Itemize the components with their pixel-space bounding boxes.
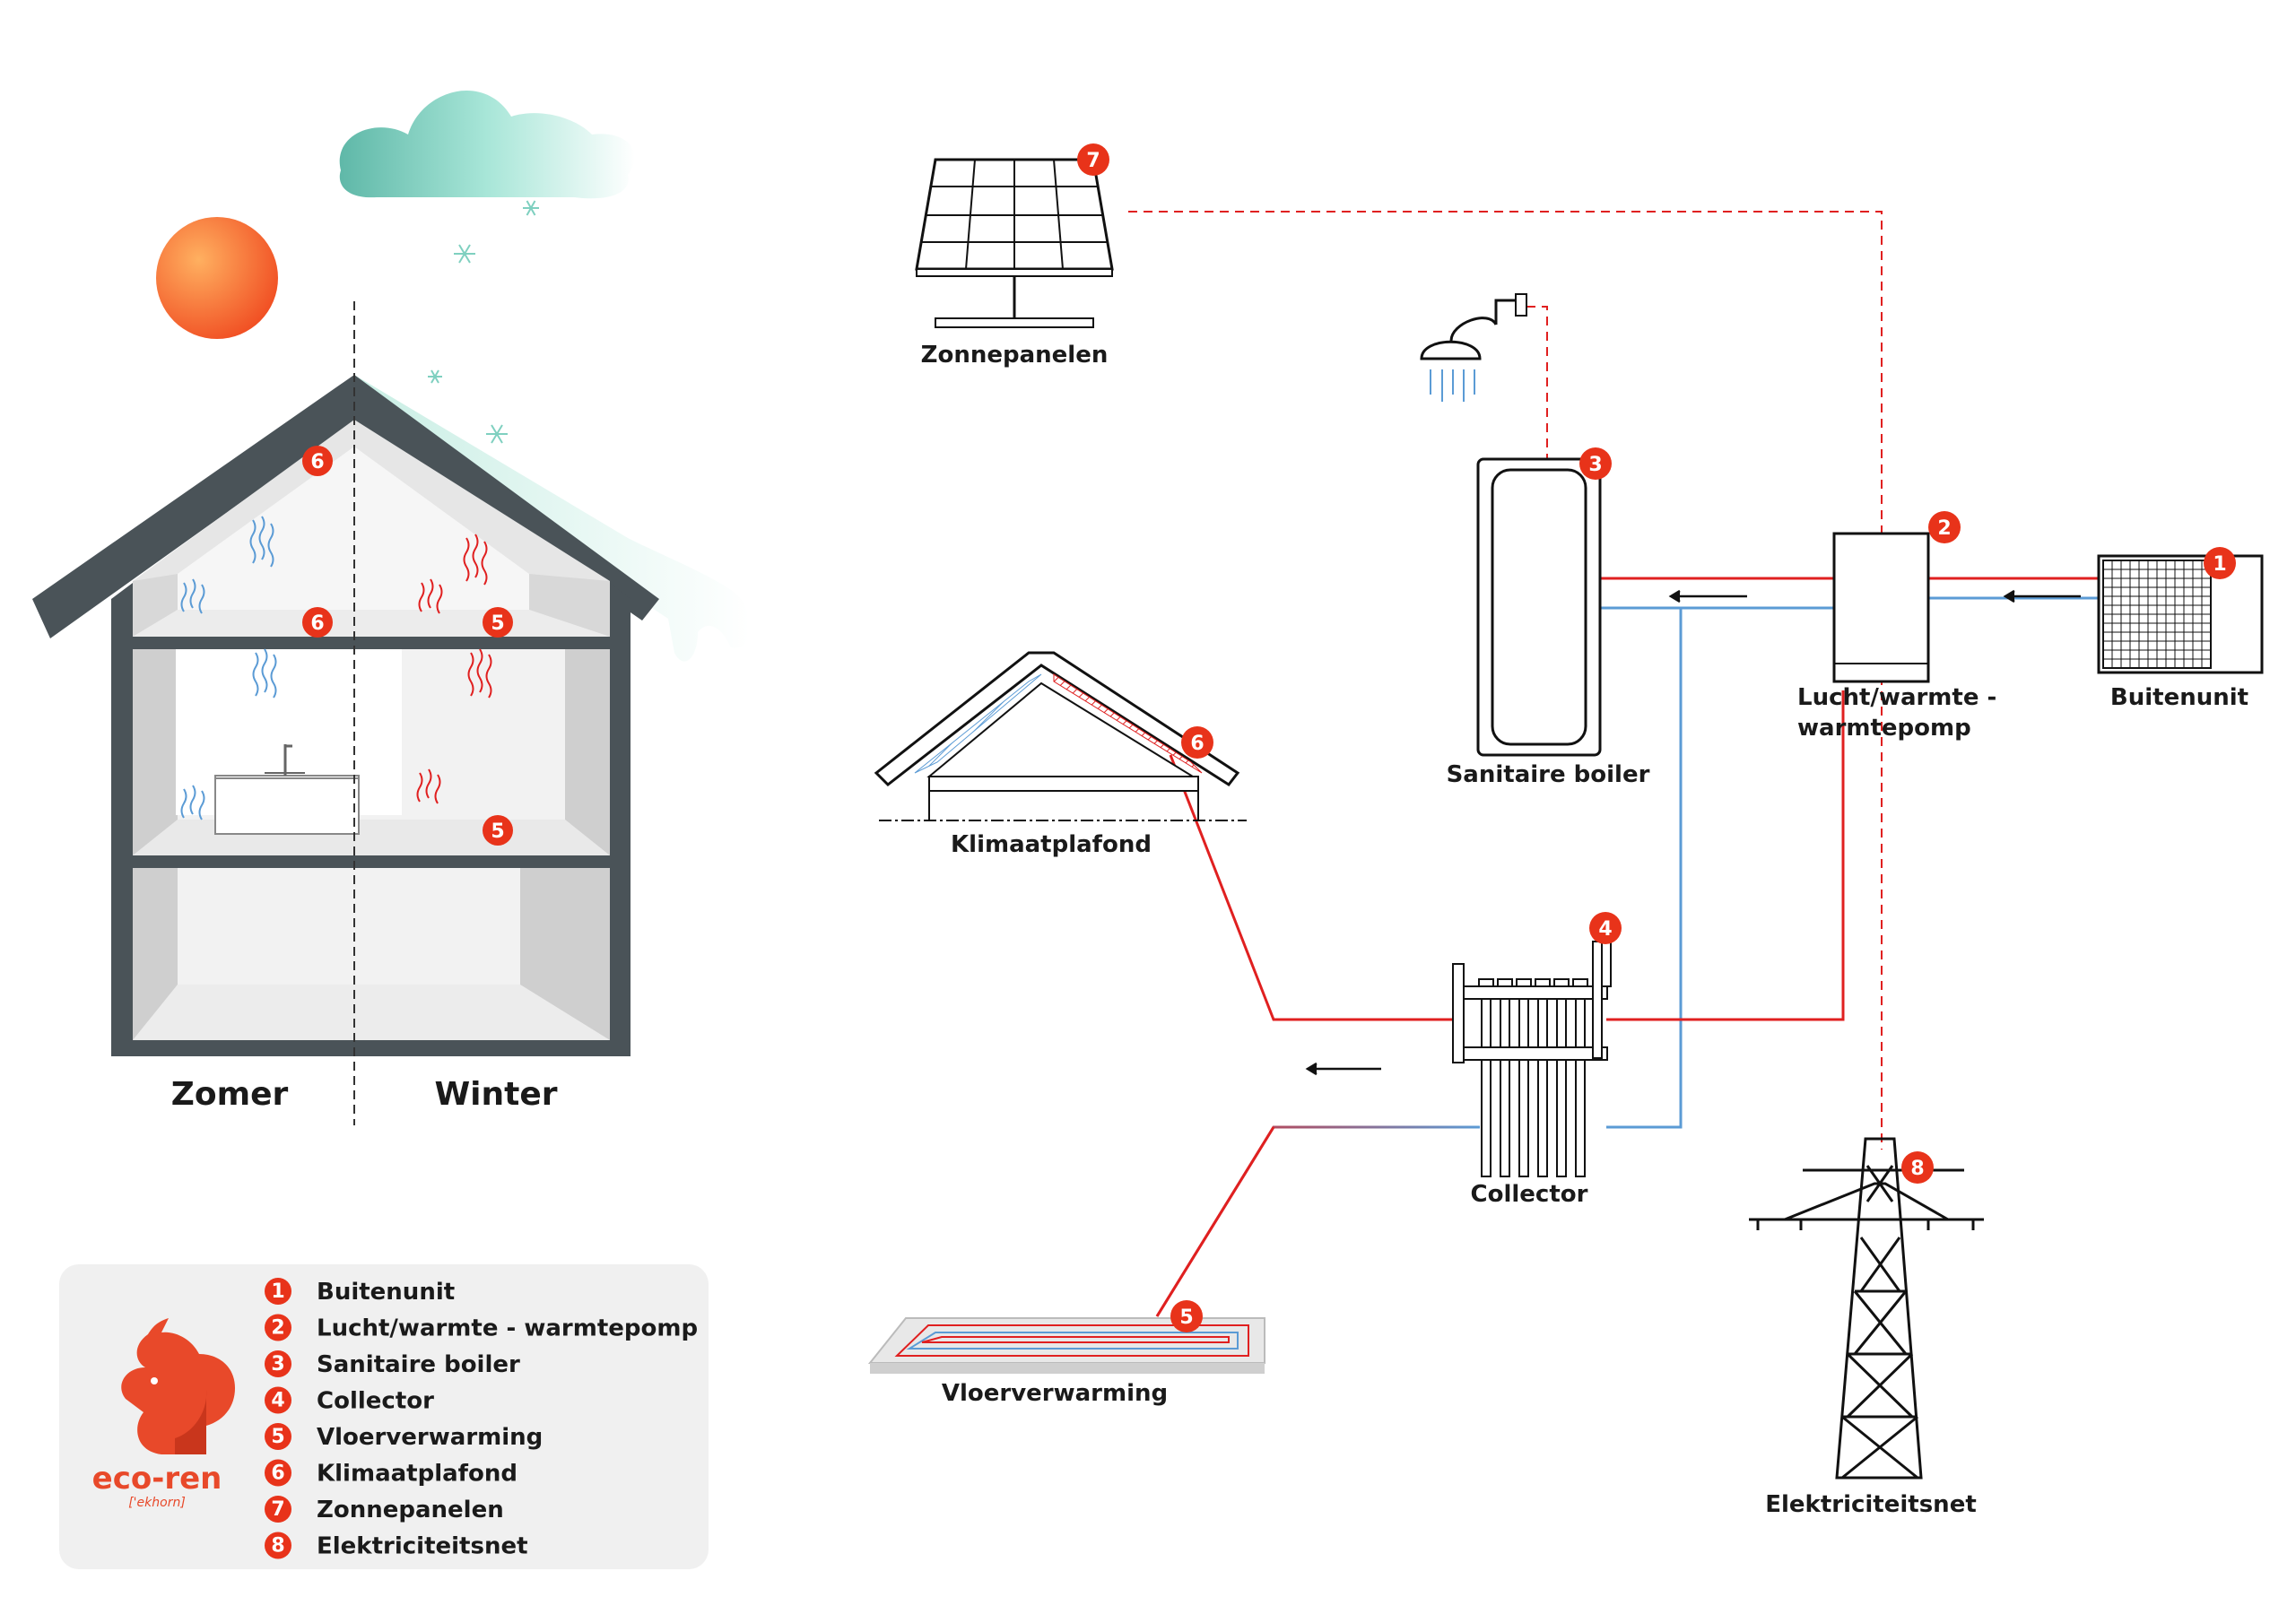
outdoor-unit: 1 Buitenunit	[2097, 547, 2264, 711]
legend-item-label: Elektriciteitsnet	[317, 1533, 528, 1560]
svg-text:5: 5	[491, 612, 504, 635]
legend-item-label: Klimaatplafond	[317, 1461, 517, 1488]
first-floor	[133, 855, 610, 868]
cloud-icon	[339, 91, 635, 199]
svg-text:7: 7	[1086, 150, 1100, 172]
outdoor-unit-label: Buitenunit	[2110, 684, 2248, 711]
climate-ceiling: 6 Klimaatplafond	[874, 651, 1247, 858]
svg-text:3: 3	[1588, 454, 1602, 476]
underfloor-heating: 5 Vloerverwarming	[867, 1300, 1265, 1407]
cooling-arrows	[180, 516, 277, 820]
underfloor-heating-label: Vloerverwarming	[942, 1380, 1168, 1407]
attic-floor	[133, 637, 610, 649]
svg-text:8: 8	[1910, 1158, 1924, 1180]
season-label-summer: Zomer	[171, 1076, 289, 1113]
shower-line	[1526, 306, 1548, 459]
cold-return-pipe	[1606, 608, 1683, 1129]
electricity-pylon	[1749, 1137, 1984, 1480]
shower-icon	[1420, 293, 1527, 402]
solar-panel-label: Zonnepanelen	[921, 342, 1109, 369]
legend-item-num: 3	[271, 1353, 284, 1376]
legend-item: 6 Klimaatplafond	[265, 1459, 517, 1488]
legend-item-num: 5	[271, 1426, 284, 1448]
legend-item-label: Sanitaire boiler	[317, 1351, 520, 1378]
pylon-label: Elektriciteitsnet	[1765, 1491, 1977, 1518]
legend: eco-ren ['ekhorn] 1 Buitenunit 2 Lucht/warm…	[59, 1264, 709, 1569]
legend-item-label: Buitenunit	[317, 1279, 455, 1306]
legend-item: 7 Zonnepanelen	[265, 1496, 504, 1523]
sanitary-boiler: 3 Sanitaire boiler	[1447, 447, 1650, 788]
flow-arrows	[1305, 589, 2081, 1076]
snowflake-icons	[428, 200, 539, 444]
heating-arrows	[416, 534, 492, 804]
svg-text:5: 5	[1179, 1306, 1193, 1329]
brand-name: eco-ren	[92, 1461, 222, 1497]
legend-item: 3 Sanitaire boiler	[265, 1350, 520, 1378]
sink-icon	[214, 744, 360, 835]
house-illustration: 6 6 5 5 Zomer Winter	[32, 91, 751, 1125]
legend-item-num: 7	[271, 1498, 284, 1521]
legend-item-label: Vloerverwarming	[317, 1424, 543, 1451]
legend-item: 2 Lucht/warmte - warmtepomp	[265, 1314, 698, 1342]
floor-pipe	[1155, 1125, 1480, 1317]
brand-tagline: ['ekhorn]	[128, 1496, 186, 1510]
legend-item: 1 Buitenunit	[265, 1278, 455, 1306]
collector: 4 Collector	[1452, 912, 1622, 1208]
legend-item-num: 4	[271, 1390, 284, 1412]
boiler-label: Sanitaire boiler	[1447, 761, 1650, 788]
season-label-winter: Winter	[434, 1076, 557, 1113]
collector-label: Collector	[1471, 1181, 1588, 1208]
eco-ren-logo	[121, 1318, 235, 1454]
solar-panel: 7 Zonnepanelen	[915, 143, 1114, 369]
hot-supply-pipe	[1606, 690, 1845, 1021]
house-badge-attic-ceiling: 6	[302, 446, 333, 476]
svg-text:6: 6	[310, 451, 324, 473]
legend-item-num: 6	[271, 1462, 284, 1485]
house-badge-first-floor: 5	[483, 815, 513, 846]
svg-text:2: 2	[1937, 517, 1951, 540]
sun-icon	[156, 217, 278, 339]
pylon-badge: 8	[1901, 1151, 1934, 1184]
heatpump-label-2: warmtepomp	[1797, 715, 1971, 742]
legend-item: 4 Collector	[265, 1386, 434, 1415]
svg-text:5: 5	[491, 820, 504, 843]
svg-text:1: 1	[2213, 553, 2226, 576]
house-badge-attic-floor-left: 6	[302, 607, 333, 638]
climate-ceiling-label: Klimaatplafond	[951, 831, 1152, 858]
legend-item-label: Zonnepanelen	[317, 1497, 504, 1523]
ceiling-pipe	[1169, 754, 1453, 1021]
svg-text:4: 4	[1598, 918, 1612, 941]
house-badge-attic-floor-right: 5	[483, 607, 513, 638]
svg-text:6: 6	[1190, 733, 1204, 755]
solar-power-line	[1128, 211, 1883, 534]
roof-snow	[354, 375, 751, 662]
legend-item-label: Lucht/warmte - warmtepomp	[317, 1315, 698, 1342]
legend-item-num: 2	[271, 1317, 284, 1340]
heat-pump: 2 Lucht/warmte - warmtepomp	[1797, 511, 1996, 742]
legend-item: 5 Vloerverwarming	[265, 1423, 543, 1451]
legend-item: 8 Elektriciteitsnet	[265, 1532, 528, 1560]
svg-text:6: 6	[310, 612, 324, 635]
legend-item-num: 8	[271, 1535, 284, 1558]
connections	[1128, 211, 2099, 1317]
legend-item-num: 1	[271, 1280, 284, 1303]
heatpump-label-1: Lucht/warmte -	[1797, 684, 1996, 711]
legend-item-label: Collector	[317, 1388, 434, 1415]
